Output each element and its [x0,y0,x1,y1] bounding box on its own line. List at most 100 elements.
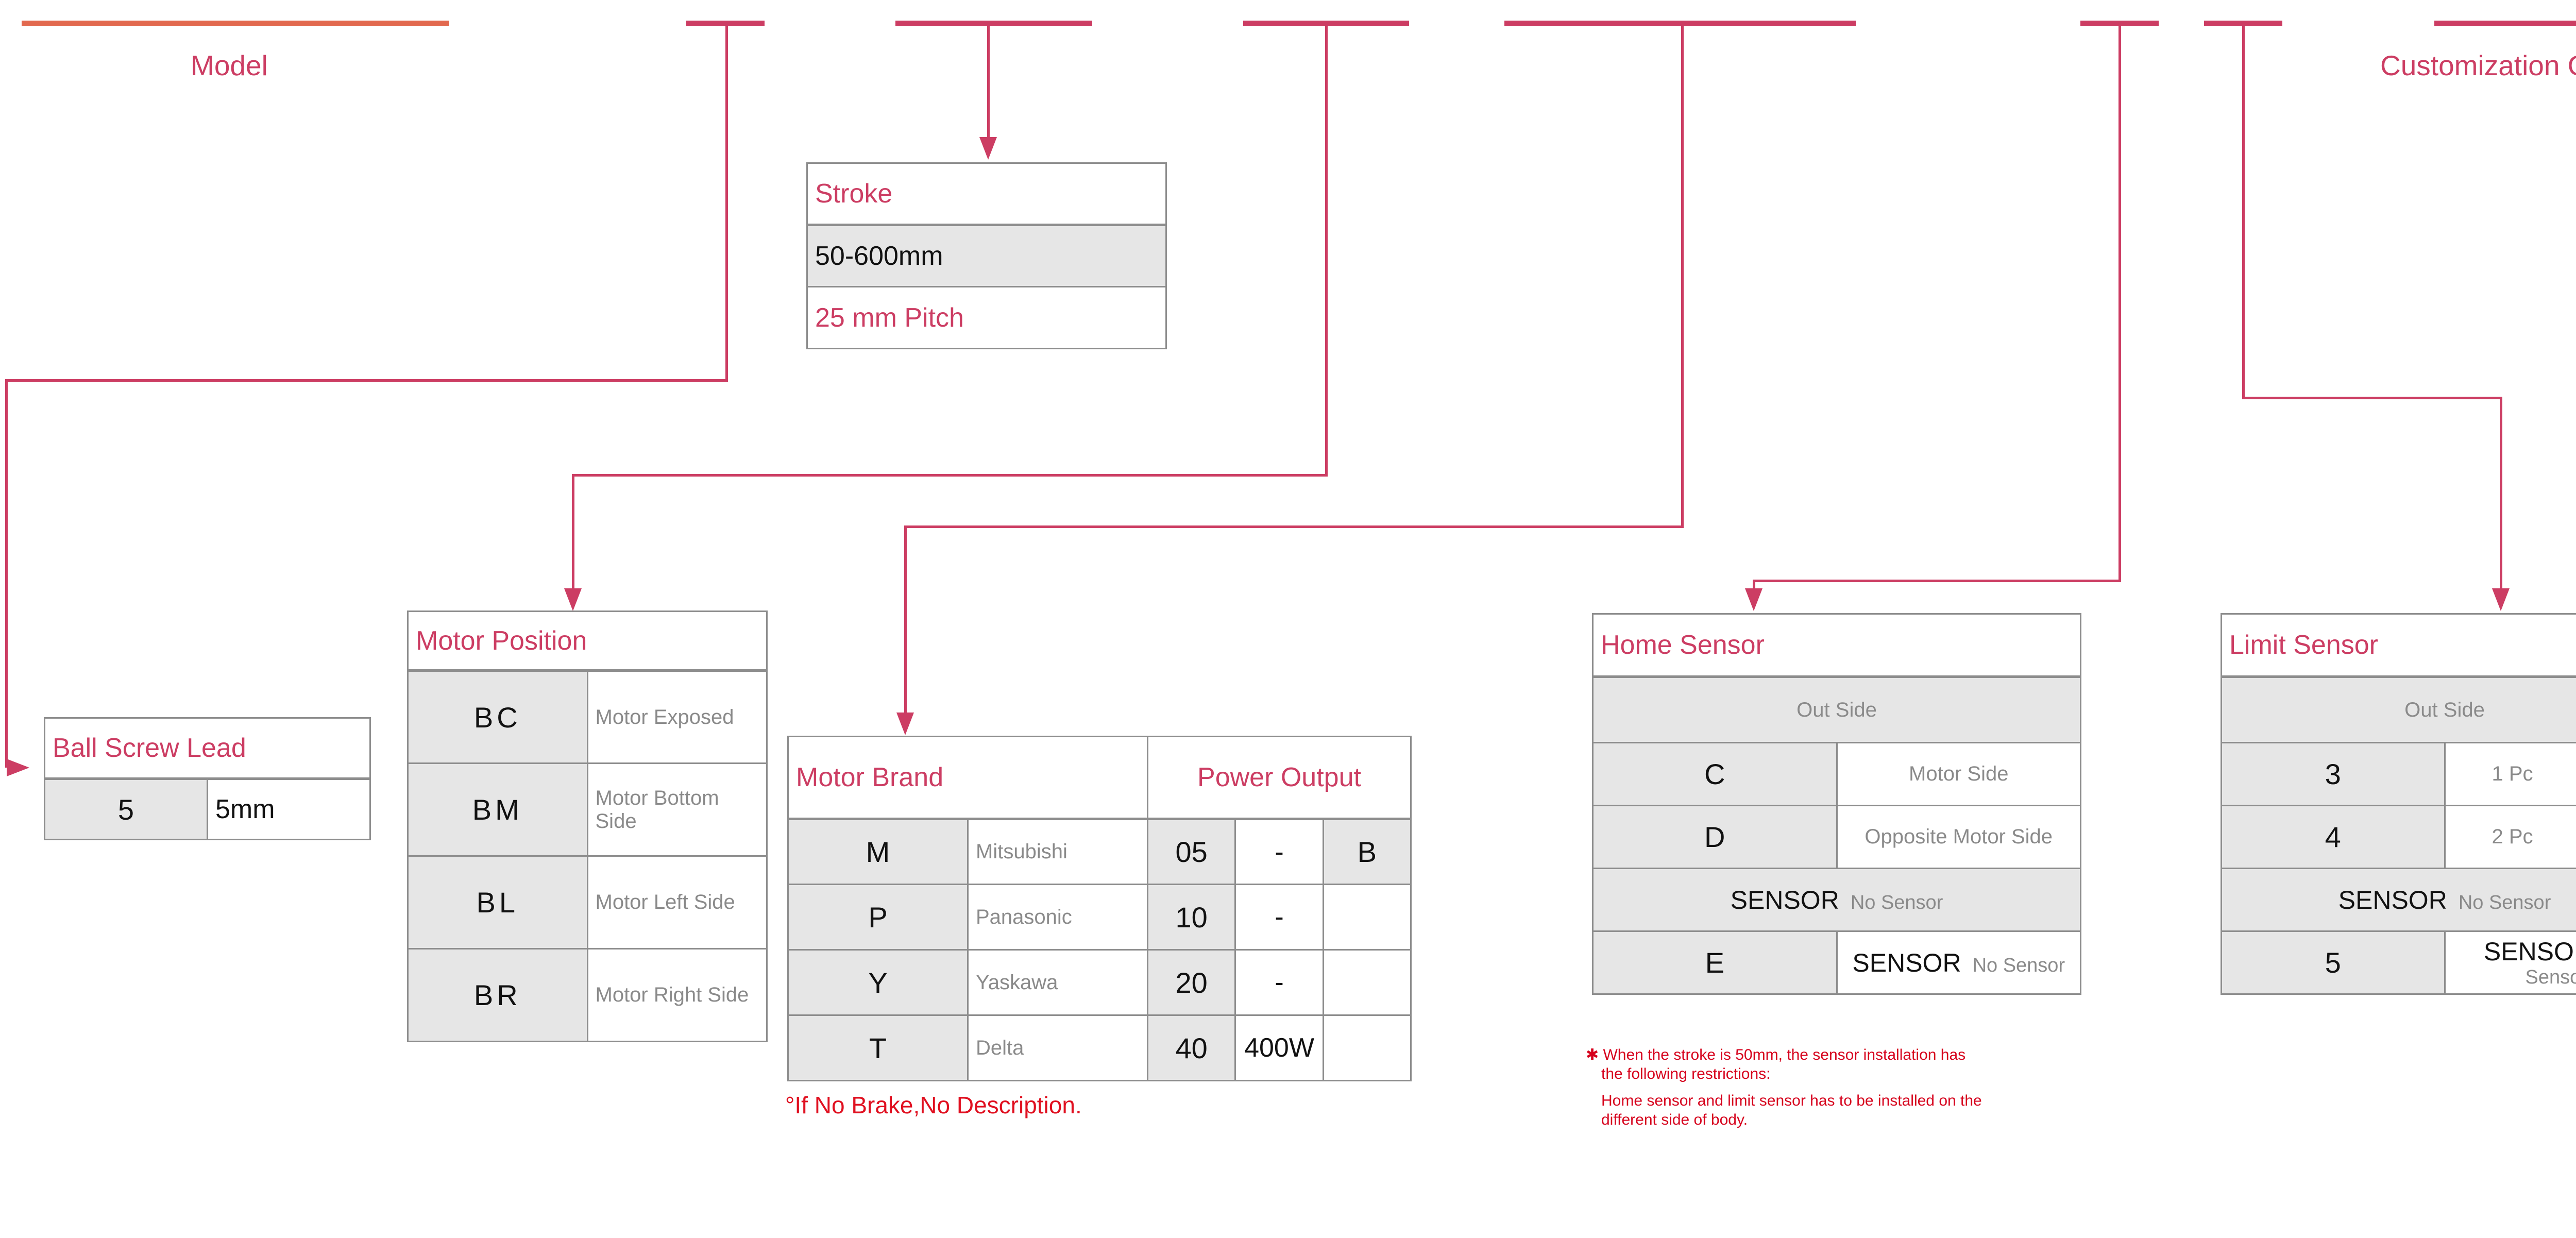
table-row: Stroke [806,162,1167,226]
table-row: Out Side [1592,676,2081,743]
ball-screw-lead-code: 5 [44,778,208,840]
table-row: BC Motor Exposed [407,670,768,764]
home-sensor-row-small: No Sensor [1972,954,2065,976]
table-row: BL Motor Left Side [407,855,768,949]
power-code: 10 [1146,884,1236,951]
arrow-into-motor-position-table [564,588,582,611]
motor-position-desc: Motor Bottom Side [586,762,768,857]
power-output-title: Power Output [1147,736,1412,820]
drop-line-stroke [987,23,990,139]
limit-sensor-code: 3 [2221,742,2446,806]
connector-limit-sensor-vertical [2500,397,2502,608]
stroke-pitch: 25 mm Pitch [806,286,1167,349]
connector-limit-sensor-horizontal [2242,397,2502,399]
arrow-into-limit-sensor-table [2492,588,2510,611]
power-code: 05 [1146,818,1236,885]
drop-line-home-sensor [2119,23,2121,582]
motor-brand-code: T [787,1014,969,1081]
drop-line-motor-brand [1681,23,1684,528]
connector-motor-position-vertical [572,474,574,591]
top-bar-motor-brand [1504,21,1856,26]
motor-brand-name: Yaskawa [967,949,1148,1016]
table-row: D Opposite Motor Side [1592,805,2081,869]
table-row: Limit Sensor [2221,613,2576,678]
drop-line-ballscrew [725,23,728,381]
home-sensor-banner-small: No Sensor [1850,891,1943,913]
table-row: Motor Position [407,610,768,672]
footnote-line-4: different side of body. [1601,1111,1748,1128]
home-sensor-desc: Opposite Motor Side [1836,805,2081,869]
arrow-into-home-sensor-table [1745,588,1762,611]
drop-line-limit-sensor [2242,23,2245,399]
limit-sensor-code: 4 [2221,805,2446,869]
top-bar-stroke [895,21,1092,26]
motor-brand-name: Mitsubishi [967,818,1148,885]
table-row: P Panasonic 10 - [787,884,1412,951]
label-model: Model [191,49,268,81]
table-row: M Mitsubishi 05 - B [787,818,1412,885]
footnote-line-2: the following restrictions: [1601,1065,1771,1082]
label-customization-order-no: Customization Order No. [2380,49,2576,81]
home-sensor-title: Home Sensor [1592,613,2081,678]
table-row: 3 1 Pc [2221,742,2576,806]
limit-sensor-banner: SENSOR No Sensor [2221,868,2576,932]
connector-motor-brand-vertical [904,525,907,716]
limit-sensor-table: Limit Sensor Out Side 3 1 Pc 4 2 Pc SENS… [2221,613,2576,1031]
sensor-restriction-footnote: ✱ When the stroke is 50mm, the sensor in… [1586,1046,2204,1129]
table-row: T Delta 40 400W [787,1014,1412,1081]
top-bar-model [22,21,449,26]
stroke-range: 50-600mm [806,224,1167,287]
motor-position-table: Motor Position BC Motor Exposed BM Motor… [407,610,768,1042]
table-row: SENSOR No Sensor [2221,868,2576,932]
motor-position-code: BM [407,762,588,857]
home-sensor-banner-big: SENSOR [1730,885,1839,914]
motor-brand-code: Y [787,949,969,1016]
no-brake-note: °If No Brake,No Description. [785,1092,1082,1118]
connector-motor-brand-horizontal [904,525,1684,528]
limit-sensor-title: Limit Sensor [2221,613,2576,678]
home-sensor-row-big: SENSOR [1852,948,1961,977]
brake-code [1322,949,1412,1016]
brake-code [1322,884,1412,951]
power-desc: 400W [1234,1014,1324,1081]
limit-sensor-desc: 2 Pc [2444,805,2576,869]
table-row: SENSOR No Sensor [1592,868,2081,932]
ball-screw-lead-title: Ball Screw Lead [44,717,371,780]
motor-brand-title: Motor Brand [787,736,1148,820]
table-row: 4 2 Pc [2221,805,2576,869]
home-sensor-code: C [1592,742,1838,806]
limit-sensor-row-small: No Sensor [2525,966,2576,988]
home-sensor-code: D [1592,805,1838,869]
brake-code [1322,1014,1412,1081]
motor-position-title: Motor Position [407,610,768,672]
footnote-line-1: ✱ When the stroke is 50mm, the sensor in… [1586,1046,1966,1063]
limit-sensor-banner-big: SENSOR [2338,885,2447,914]
table-row: BR Motor Right Side [407,948,768,1042]
home-sensor-no-sensor-cell: SENSOR No Sensor [1836,930,2081,995]
motor-position-desc: Motor Exposed [586,670,768,764]
table-row: Out Side [2221,676,2576,743]
home-sensor-outside-label: Out Side [1592,676,2081,743]
table-row: 50-600mm [806,224,1167,287]
table-row: Y Yaskawa 20 - [787,949,1412,1016]
ball-screw-lead-value: 5mm [207,778,371,840]
motor-position-desc: Motor Left Side [586,855,768,949]
connector-ballscrew-vertical [5,379,8,768]
connector-motor-position-horizontal [572,474,1328,477]
connector-ballscrew-horizontal [5,379,728,382]
drop-line-motor-position [1325,23,1328,477]
power-desc: - [1234,949,1324,1016]
power-code: 40 [1146,1014,1236,1081]
motor-position-desc: Motor Right Side [586,948,768,1042]
stroke-table: Stroke 50-600mm 25 mm Pitch [806,162,1167,361]
connector-home-sensor-horizontal [1753,580,2121,582]
power-code: 20 [1146,949,1236,1016]
footnote-line-3: Home sensor and limit sensor has to be i… [1601,1092,1982,1110]
limit-sensor-desc: 1 Pc [2444,742,2576,806]
motor-brand-table: Motor Brand Power Output M Mitsubishi 05… [787,736,1412,1081]
limit-sensor-banner-small: No Sensor [2458,891,2551,913]
home-sensor-banner: SENSOR No Sensor [1592,868,2081,932]
